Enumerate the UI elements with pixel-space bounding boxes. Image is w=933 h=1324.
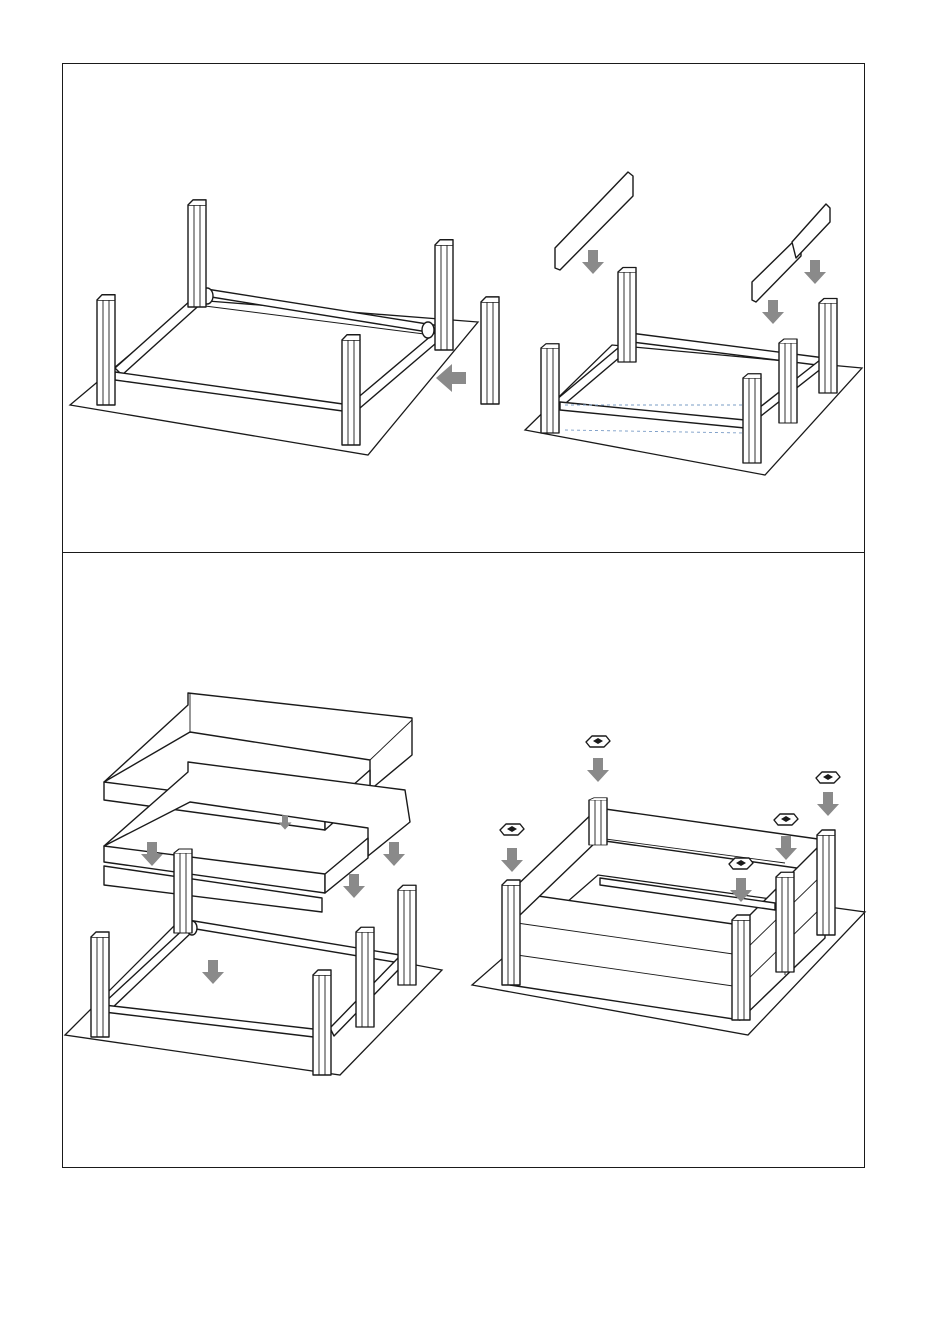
step-3-stacking — [65, 693, 442, 1075]
down-arrow-icon — [582, 250, 604, 274]
post-cap-icon — [586, 736, 610, 747]
step-2-boards — [525, 172, 862, 475]
down-arrow-icon — [587, 758, 609, 782]
step-4-caps — [472, 736, 865, 1035]
step-1-frame — [70, 200, 499, 455]
post-icon — [188, 200, 206, 307]
